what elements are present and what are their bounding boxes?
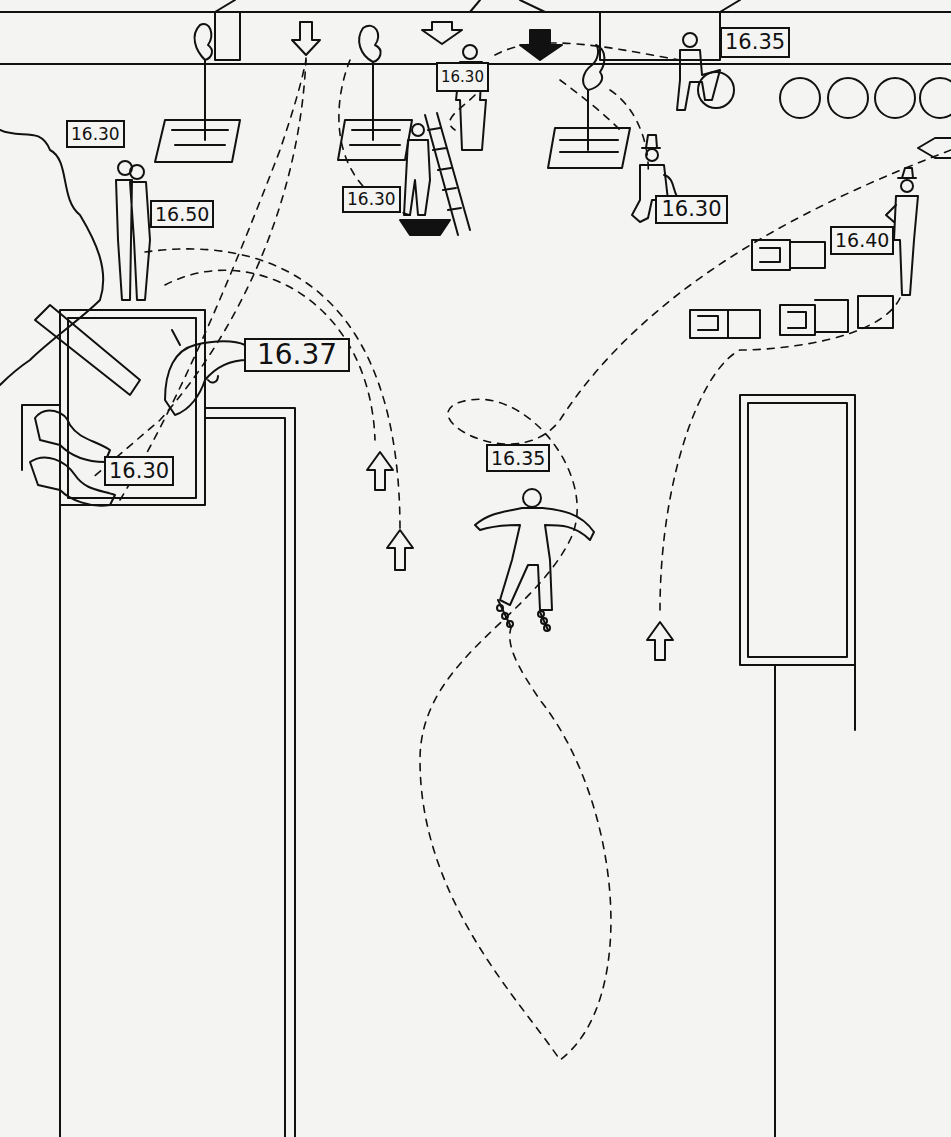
facade <box>215 0 740 60</box>
bollard <box>780 78 820 118</box>
time-label: 16.30 <box>104 456 174 486</box>
person-figure <box>165 330 248 415</box>
arrow-symbol <box>918 138 951 158</box>
time-label: 16.40 <box>830 226 894 255</box>
arrow-symbol <box>387 530 413 570</box>
street-line <box>0 11 951 13</box>
time-text: 16.30 <box>661 199 721 220</box>
time-text: 16.30 <box>441 70 484 85</box>
time-text: 16.30 <box>347 191 396 208</box>
planter <box>338 26 412 160</box>
arrow-symbol <box>647 622 673 660</box>
skater-figure <box>475 489 594 631</box>
time-label: 16.35 <box>720 27 790 58</box>
time-text: 16.30 <box>109 461 169 482</box>
arrow-symbol <box>422 22 462 44</box>
time-label: 16.30 <box>655 195 728 224</box>
planter <box>548 45 630 168</box>
time-text: 16.50 <box>155 205 209 224</box>
time-label: 16.37 <box>244 338 350 372</box>
person-figure <box>30 411 115 506</box>
time-text: 16.30 <box>71 126 120 143</box>
arrow-symbol <box>367 452 393 490</box>
bollard <box>828 78 868 118</box>
time-label: 16.30 <box>66 120 125 148</box>
time-text: 16.35 <box>725 32 785 53</box>
time-label: 16.30 <box>436 62 489 92</box>
couple-figure <box>116 161 150 300</box>
time-label: 16.30 <box>342 186 401 213</box>
time-label: 16.35 <box>486 444 550 472</box>
planter <box>155 24 240 162</box>
bollard <box>920 78 951 118</box>
time-text: 16.35 <box>491 449 545 468</box>
movement-path <box>90 43 951 1060</box>
bollard <box>875 78 915 118</box>
time-label: 16.50 <box>150 200 214 228</box>
time-text: 16.40 <box>835 231 889 250</box>
building-outline <box>740 395 855 1137</box>
arrow-symbol <box>292 22 320 55</box>
person-figure <box>456 45 486 150</box>
hedge-outline <box>0 130 103 385</box>
time-text: 16.37 <box>257 341 337 369</box>
building-outline <box>22 305 295 1137</box>
person-on-ladder <box>400 113 470 235</box>
